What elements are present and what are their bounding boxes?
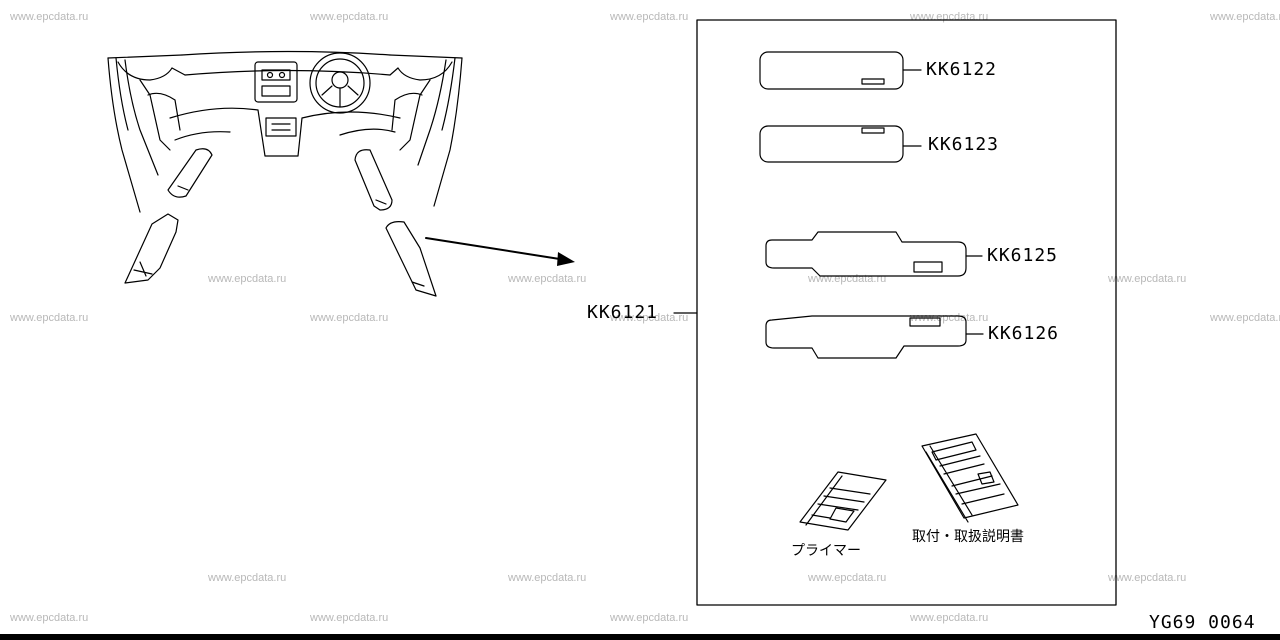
watermark: www.epcdata.ru [208,572,287,584]
watermark: www.epcdata.ru [10,11,89,23]
primer-label: プライマー [791,543,861,559]
watermark: www.epcdata.ru [610,612,689,624]
watermark: www.epcdata.ru [10,312,89,324]
part-number-kk6123: KK6123 [928,134,1000,155]
mat-part-kk6125 [765,231,983,277]
watermark: www.epcdata.ru [1108,572,1187,584]
part-number-kk6126: KK6126 [988,323,1060,344]
kit-box [696,19,1117,606]
mat-part-kk6123 [759,125,922,163]
instruction-manual-illustration [921,433,1019,523]
pointer-arrowhead [557,252,575,266]
watermark: www.epcdata.ru [310,612,389,624]
watermark: www.epcdata.ru [1210,11,1280,23]
watermark: www.epcdata.ru [310,11,389,23]
watermark: www.epcdata.ru [310,312,389,324]
watermark: www.epcdata.ru [610,312,689,324]
watermark: www.epcdata.ru [208,273,287,285]
watermark: www.epcdata.ru [1210,312,1280,324]
diagram-code: YG69 0064 [1149,612,1256,633]
pointer-arrow [425,237,567,261]
watermark: www.epcdata.ru [1108,273,1187,285]
watermark: www.epcdata.ru [808,572,887,584]
car-interior-illustration [107,50,463,297]
manual-label: 取付・取扱説明書 [912,529,1024,545]
watermark: www.epcdata.ru [610,11,689,23]
watermark: www.epcdata.ru [508,572,587,584]
primer-packet-illustration [799,471,887,531]
watermark: www.epcdata.ru [508,273,587,285]
mat-part-kk6122 [759,51,922,90]
watermark: www.epcdata.ru [910,612,989,624]
watermark: www.epcdata.ru [910,312,989,324]
part-number-kk6122: KK6122 [926,59,998,80]
mat-part-kk6126 [765,315,984,359]
kit-part-number: KK6121 [587,302,659,323]
bottom-border-rule [0,634,1280,640]
part-number-kk6125: KK6125 [987,245,1059,266]
watermark: www.epcdata.ru [10,612,89,624]
